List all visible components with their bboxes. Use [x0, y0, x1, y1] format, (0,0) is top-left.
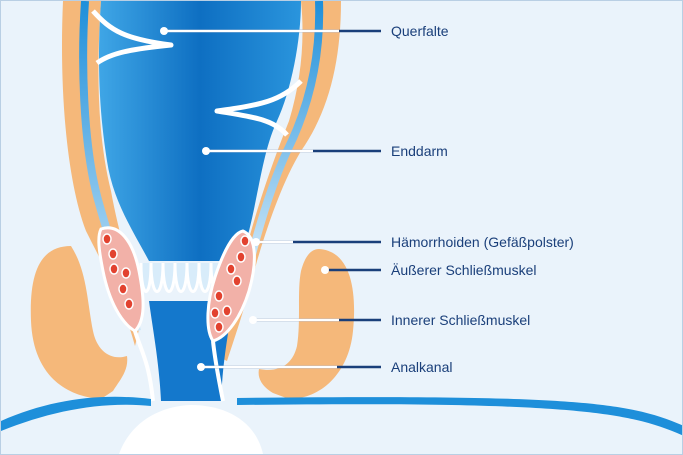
label-haemorrhoiden: Hämorrhoiden (Gefäßpolster)	[391, 234, 574, 250]
rectum-lumen	[99, 1, 301, 261]
anal-opening	[119, 405, 263, 454]
label-querfalte: Querfalte	[391, 23, 449, 39]
label-innerer-schliessmuskel: Innerer Schließmuskel	[391, 312, 530, 328]
label-analkanal: Analkanal	[391, 359, 453, 375]
label-enddarm: Enddarm	[391, 143, 448, 159]
label-aeusserer-schliessmuskel: Äußerer Schließmuskel	[391, 262, 537, 278]
right-external-sphincter	[259, 249, 354, 399]
skin-outline	[1, 397, 151, 431]
